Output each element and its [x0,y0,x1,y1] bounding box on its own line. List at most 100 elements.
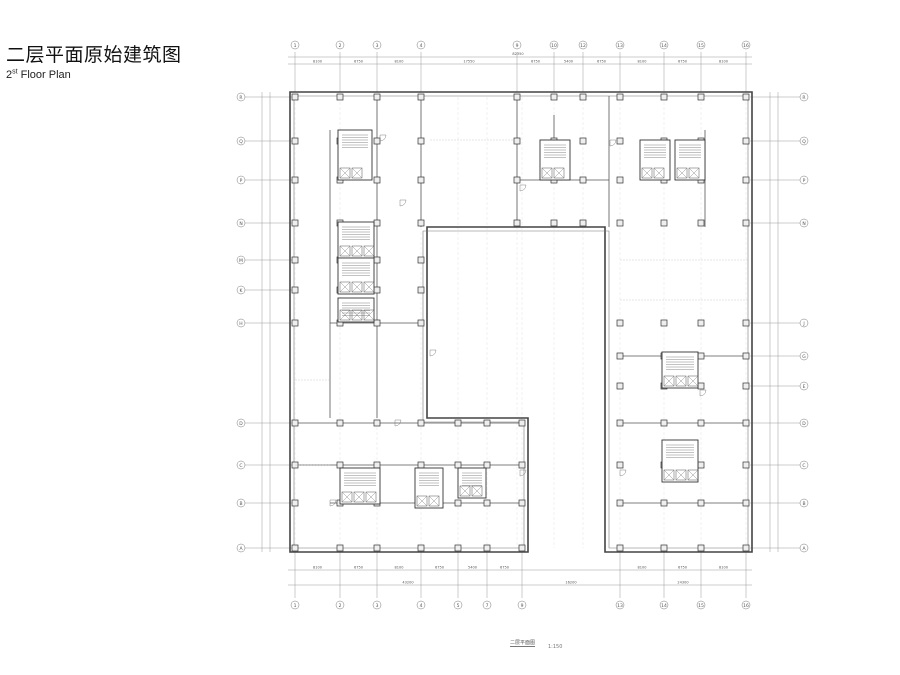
structural-column [417,419,425,427]
elevator-cross [351,309,363,321]
door-swing [394,419,402,427]
structural-column [291,176,299,184]
structural-column [742,219,750,227]
elevator-shaft [416,495,428,507]
axis-circle [335,600,345,610]
axis-label: 13 [617,603,623,609]
elevator-shaft [351,281,363,293]
axis-label: 4 [420,603,423,609]
dimension-total-label: 24300 [677,581,688,585]
structural-column [616,382,624,390]
structural-column [616,352,624,360]
axis-circle [696,600,706,610]
elevator-shaft [688,167,700,179]
axis-label: 15 [698,43,704,49]
structural-column [616,544,624,552]
axis-bubble: C [799,460,809,470]
elevator-cross [416,495,428,507]
axis-label: M [239,258,243,264]
axis-circle [799,381,809,391]
elevator-shaft [428,495,440,507]
elevator-shaft [339,245,351,257]
structural-column [697,219,705,227]
dimension-total-label: 43200 [402,581,413,585]
axis-circle [741,600,751,610]
dimension-total-label: 16200 [565,581,576,585]
axis-label: 7 [486,603,489,609]
axis-label: 9 [516,43,519,49]
axis-circle [799,460,809,470]
structural-column [697,382,705,390]
elevator-cross [353,491,365,503]
structural-column [550,219,558,227]
axis-label: C [802,463,805,469]
dimension-label: 6750 [531,60,540,64]
door-swing [619,469,627,477]
door-swing [519,184,527,192]
axis-bubble: 16 [741,600,751,610]
door-swing [399,199,407,207]
axis-bubble: C [236,460,246,470]
structural-column [697,352,705,360]
elevator-shaft [363,309,375,321]
door-swing [519,469,527,477]
structural-column [579,137,587,145]
axis-label: 14 [661,603,667,609]
structural-column [483,461,491,469]
axis-bubble: 15 [696,40,706,50]
axis-circle [290,40,300,50]
axis-circle [799,498,809,508]
structural-column [697,419,705,427]
elevator-shaft [353,491,365,503]
structural-column [454,461,462,469]
elevator-cross [553,167,565,179]
structural-column [373,219,381,227]
structural-column [336,461,344,469]
core-wall [539,139,571,181]
core-wall [414,467,444,509]
structural-column [742,419,750,427]
elevator-cross [687,375,699,387]
structural-column [417,137,425,145]
axis-circle [236,418,246,428]
elevator-shaft [471,485,483,497]
structural-column [518,499,526,507]
axis-bubble: 12 [578,40,588,50]
elevator-shaft [339,309,351,321]
structural-column [483,499,491,507]
axis-label: P [803,178,806,184]
dimension-label: 8100 [313,566,322,570]
axis-bubble: R [799,92,809,102]
elevator-shaft [675,375,687,387]
structural-column [417,176,425,184]
axis-label: B [239,501,242,507]
axis-bubble: Q [799,136,809,146]
structural-column [616,461,624,469]
axis-bubble: 16 [741,40,751,50]
dimension-label: 6750 [678,566,687,570]
subtitle-number: 2 [6,69,13,81]
axis-circle [416,600,426,610]
elevator-cross [663,375,675,387]
elevator-cross [675,375,687,387]
axis-label: Q [802,139,806,145]
structural-column [697,461,705,469]
axis-circle [236,498,246,508]
structural-column [518,544,526,552]
subtitle-text: Floor Plan [17,69,71,81]
structural-column [373,176,381,184]
structural-column [742,176,750,184]
axis-bubble: B [236,498,246,508]
structural-column [742,319,750,327]
structural-column [742,382,750,390]
axis-label: N [239,221,242,227]
structural-column [616,93,624,101]
structural-column [417,219,425,227]
elevator-cross [341,491,353,503]
axis-bubble: 10 [549,40,559,50]
axis-bubble: 1 [290,600,300,610]
axis-bubble: 14 [659,40,669,50]
axis-bubble: 2 [335,600,345,610]
dimension-label: 6750 [500,566,509,570]
